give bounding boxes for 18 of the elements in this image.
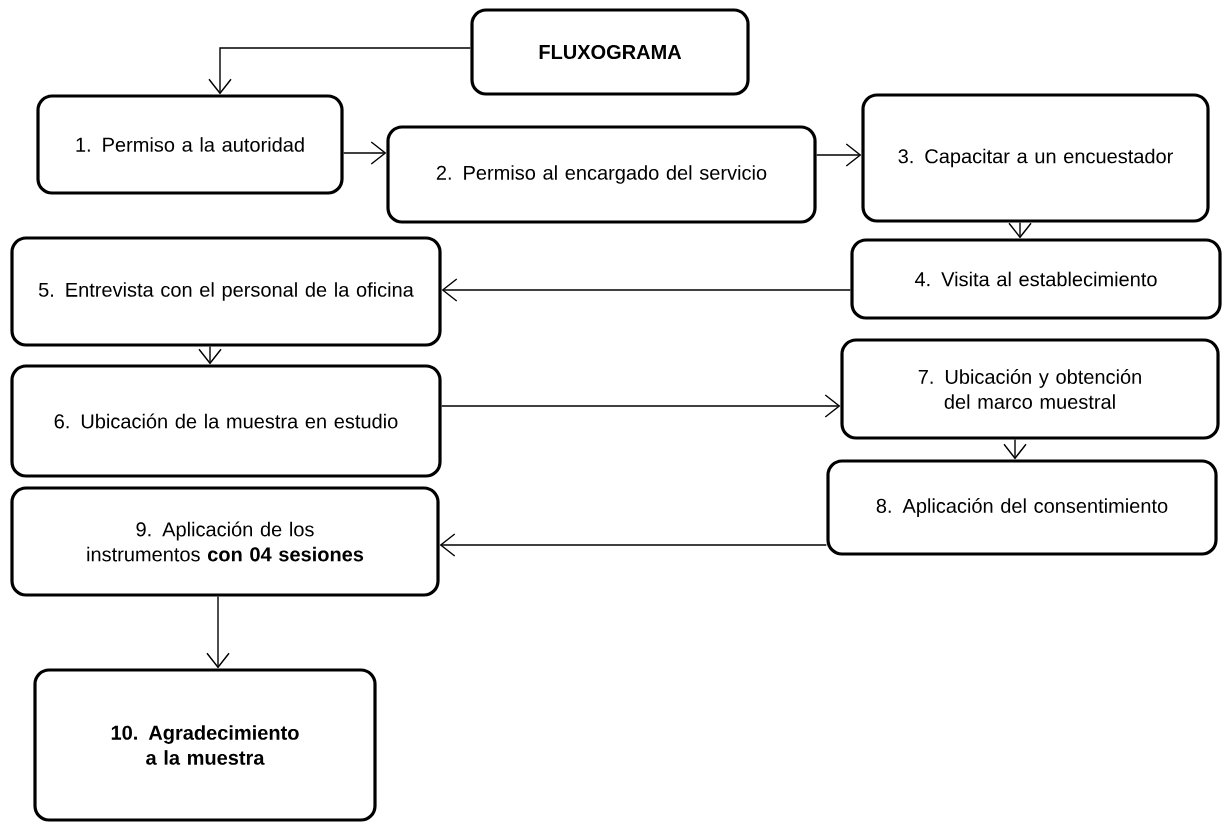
arrow (206, 595, 230, 669)
arrow (815, 143, 862, 167)
step-box: 6. Ubicación de la muestra en estudio (10, 364, 442, 478)
arrow (441, 278, 852, 302)
step-box: 8. Aplicación del consentimiento (826, 459, 1218, 556)
arrow (439, 533, 828, 557)
title-box: FLUXOGRAMA (470, 8, 750, 96)
arrow (208, 47, 472, 95)
arrow (440, 394, 841, 418)
step-box: 3. Capacitar a un encuestador (861, 93, 1210, 223)
step-box: 10. Agradecimiento a la muestra (33, 668, 377, 822)
step-box: 4. Visita al establecimiento (850, 238, 1222, 320)
step-box: 2. Permiso al encargado del servicio (386, 125, 817, 224)
arrow (342, 141, 387, 165)
step-box: 7. Ubicación y obtención del marco muestral (840, 338, 1220, 440)
step-box: 9. Aplicación de los instrumentos con 04 sesiones (10, 486, 440, 597)
step-box: 5. Entrevista con el personal de la oficina (10, 236, 442, 347)
step-box: 1. Permiso a la autoridad (36, 94, 344, 195)
